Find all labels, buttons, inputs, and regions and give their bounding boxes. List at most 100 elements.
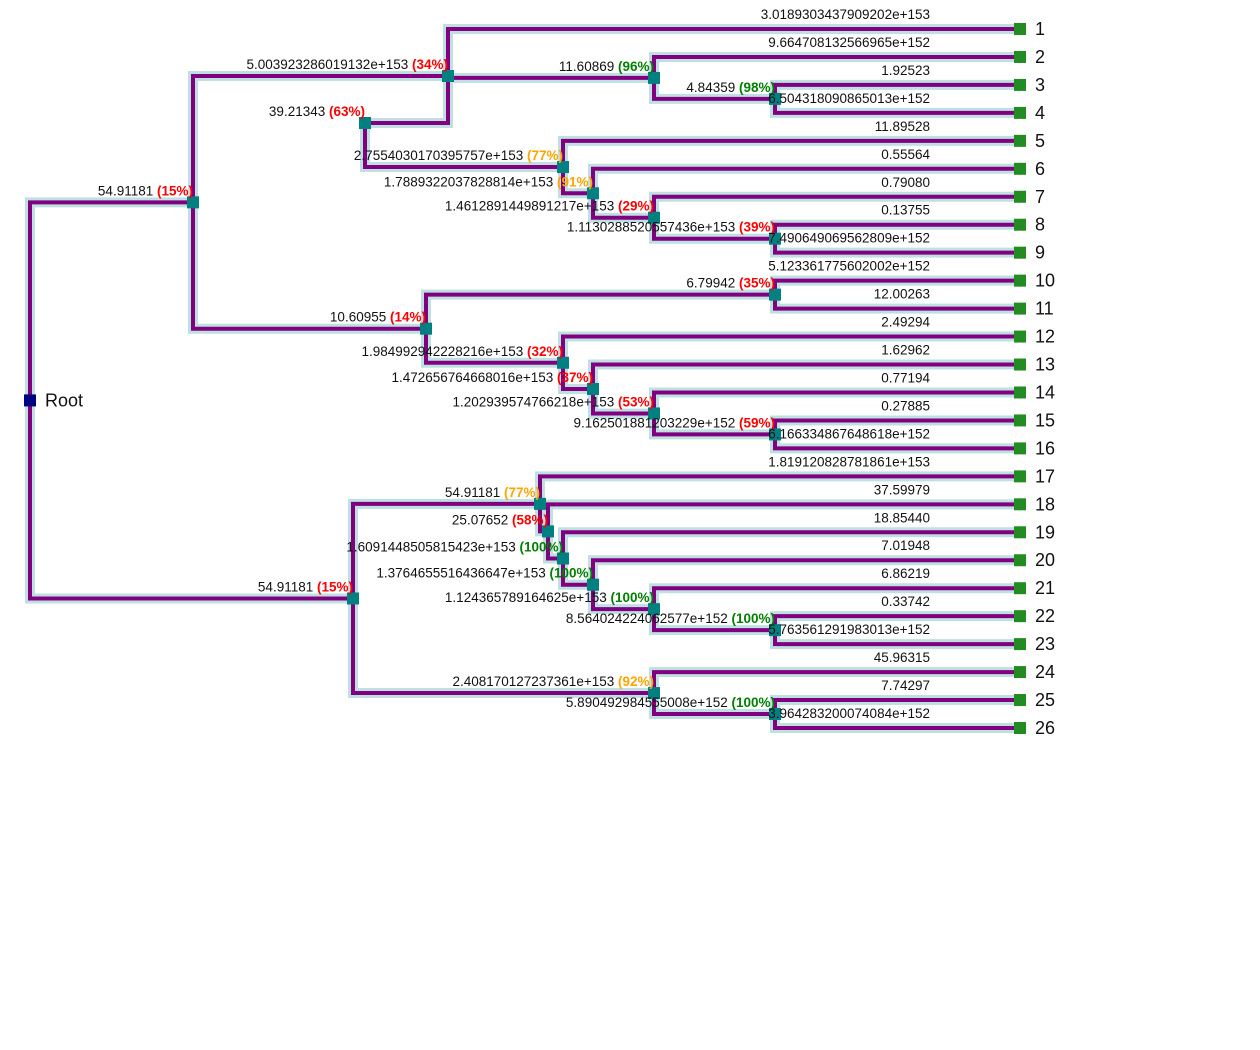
branch-length-value: 54.91181: [445, 485, 500, 500]
internal-node-marker[interactable]: [542, 525, 554, 538]
branch-to-leaf20-halo: [588, 555, 1020, 585]
leaf-node-marker[interactable]: [1014, 526, 1026, 539]
branch-to-leaf12: [561, 334, 1020, 363]
branch-to-E: [446, 75, 654, 80]
leaf-node-marker[interactable]: [1014, 78, 1026, 91]
leaf-node-marker[interactable]: [1014, 722, 1026, 734]
leaf-label: 10: [1035, 271, 1055, 291]
branch-length-value: 1.92523: [881, 63, 930, 78]
internal-node-marker[interactable]: [648, 687, 660, 700]
support-value: (100%): [516, 539, 563, 554]
leaf-node-marker[interactable]: [1014, 470, 1026, 483]
internal-node-marker[interactable]: [587, 187, 599, 200]
internal-node-marker[interactable]: [648, 211, 660, 224]
leaf-node-marker[interactable]: [1014, 274, 1026, 287]
leaf-node-marker[interactable]: [1014, 106, 1026, 119]
branch-length-value: 2.408170127237361e+153: [452, 674, 614, 689]
internal-node-marker[interactable]: [557, 552, 569, 565]
internal-node-marker[interactable]: [557, 356, 569, 369]
leaf-node-marker[interactable]: [1014, 554, 1026, 567]
internal-node-marker[interactable]: [648, 603, 660, 616]
leaf-label: 18: [1035, 494, 1055, 514]
branch-to-X: [652, 693, 775, 717]
internal-node-marker[interactable]: [769, 624, 781, 637]
branch-to-leaf19-halo: [558, 527, 1020, 559]
internal-node-marker[interactable]: [187, 196, 199, 209]
leaf-node-marker[interactable]: [1014, 666, 1026, 679]
leaf-label: 26: [1035, 718, 1055, 738]
leaf-node-marker[interactable]: [1014, 498, 1026, 511]
branch-length-value: 8.564024224062577e+152: [566, 611, 728, 626]
root-node-marker[interactable]: [24, 394, 36, 407]
leaf-label: 16: [1035, 438, 1055, 458]
branch-to-A: [28, 200, 193, 401]
leaf-label: 21: [1035, 578, 1055, 598]
branch-length-value: 1.4612891449891217e+153: [445, 199, 614, 214]
internal-node-marker[interactable]: [420, 322, 432, 335]
leaf-node-marker[interactable]: [1014, 386, 1026, 399]
branch-length-label: 54.91181 (15%): [258, 579, 353, 594]
internal-node-marker[interactable]: [347, 592, 359, 605]
leaf-label: 23: [1035, 634, 1055, 654]
internal-node-marker[interactable]: [587, 578, 599, 591]
leaf-node-marker[interactable]: [1014, 610, 1026, 623]
internal-node-marker[interactable]: [769, 708, 781, 721]
internal-node-marker[interactable]: [442, 70, 454, 82]
leaf-node-marker[interactable]: [1014, 358, 1026, 371]
leaf-node-marker[interactable]: [1014, 694, 1026, 707]
branch-length-value: 7.74297: [881, 678, 930, 693]
leaf-node-marker[interactable]: [1014, 50, 1026, 63]
internal-node-marker[interactable]: [769, 428, 781, 441]
internal-node-marker[interactable]: [648, 407, 660, 420]
branch-length-value: 5.003923286019132e+153: [246, 57, 408, 72]
support-value: (35%): [735, 276, 775, 291]
branch-length-value: 1.202939574766218e+153: [452, 394, 614, 409]
branch-length-value: 5.123361775602002e+152: [768, 259, 930, 274]
branch-to-B: [28, 400, 353, 601]
leaf-node-marker[interactable]: [1014, 190, 1026, 203]
internal-node-marker[interactable]: [587, 382, 599, 395]
leaf-label: 4: [1035, 103, 1045, 123]
internal-node-marker[interactable]: [769, 92, 781, 105]
internal-node-marker[interactable]: [769, 232, 781, 245]
leaf-node-marker[interactable]: [1014, 162, 1026, 175]
support-value: (53%): [614, 394, 654, 409]
branch-to-O: [591, 388, 654, 416]
branch-to-F-halo: [365, 76, 453, 128]
branch-to-leaf5-halo: [558, 135, 1020, 168]
internal-node-marker[interactable]: [534, 497, 546, 510]
leaf-node-marker[interactable]: [1014, 330, 1026, 343]
branch-length-label: 1.1130288520557436e+153 (39%): [567, 220, 775, 235]
leaf-branch-length-label: 2.49294: [881, 315, 930, 330]
leaf-node-marker[interactable]: [1014, 442, 1026, 455]
leaf-branch-length-label: 9.664708132566965e+152: [768, 35, 930, 50]
leaf-node-marker[interactable]: [1014, 638, 1026, 651]
leaf-node-marker[interactable]: [1014, 134, 1026, 147]
leaf-branch-length-label: 12.00263: [874, 287, 930, 302]
branch-length-value: 0.77194: [881, 370, 930, 385]
branch-to-B-halo: [25, 400, 353, 604]
internal-node-marker[interactable]: [557, 161, 569, 174]
branch-length-label: 25.07652 (58%): [452, 512, 548, 527]
internal-node-marker[interactable]: [769, 288, 781, 301]
leaf-node-marker[interactable]: [1014, 582, 1026, 595]
branch-to-leaf14: [652, 390, 1020, 414]
branch-to-leaf13-halo: [588, 359, 1020, 389]
support-value: (63%): [325, 104, 365, 119]
leaf-node-marker[interactable]: [1014, 414, 1026, 427]
branch-length-label: 54.91181 (15%): [98, 183, 193, 198]
branch-length-value: 3.964283200074084e+152: [768, 706, 930, 721]
branch-to-T: [561, 558, 593, 587]
branch-length-label: 1.472656764668016e+153 (37%): [391, 370, 593, 385]
internal-node-marker[interactable]: [359, 117, 371, 129]
leaf-node-marker[interactable]: [1014, 302, 1026, 315]
branch-to-leaf6: [591, 166, 1020, 194]
leaf-branch-length-label: 1.62962: [881, 343, 930, 358]
leaf-node-marker[interactable]: [1014, 246, 1026, 259]
leaf-node-marker[interactable]: [1014, 218, 1026, 231]
internal-node-marker[interactable]: [648, 71, 660, 84]
leaf-label: 9: [1035, 243, 1045, 263]
leaf-node-marker[interactable]: [1014, 23, 1026, 35]
support-value: (15%): [153, 183, 193, 198]
